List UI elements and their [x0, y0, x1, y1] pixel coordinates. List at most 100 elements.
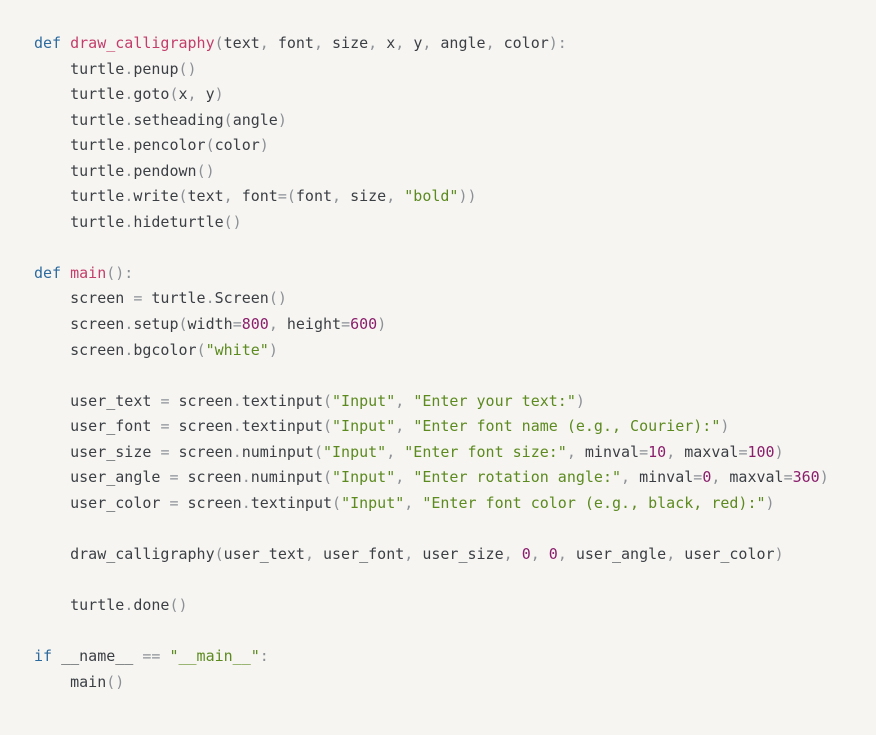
code-string: "Enter font color (e.g., black, red):" [422, 493, 766, 512]
code-line: draw_calligraphy(user_text, user_font, u… [34, 542, 876, 568]
code-text: user_color [34, 493, 170, 512]
code-line: user_angle = screen.numinput("Input", "E… [34, 465, 876, 491]
code-line [34, 235, 876, 261]
code-punctuation: ( [214, 544, 224, 563]
code-line: screen.setup(width=800, height=600) [34, 312, 876, 338]
code-line: turtle.goto(x, y) [34, 82, 876, 108]
code-punctuation: ) [774, 544, 784, 563]
code-punctuation: ( [205, 136, 215, 155]
code-punctuation: . [241, 493, 251, 512]
code-function-name: draw_calligraphy [70, 34, 215, 52]
code-keyword: if [34, 647, 53, 666]
code-text: minval [639, 468, 694, 487]
code-punctuation: )) [458, 187, 477, 206]
code-operator: == [142, 647, 161, 666]
code-punctuation: , [530, 544, 549, 563]
code-punctuation: , [422, 34, 441, 52]
code-string: "Enter rotation angle:" [413, 468, 622, 487]
code-text: size [350, 187, 387, 206]
code-punctuation: , [566, 442, 585, 461]
code-string: "Enter your text:" [413, 391, 576, 410]
code-line: turtle.pencolor(color) [34, 133, 876, 159]
code-text: font [277, 34, 314, 52]
code-punctuation: , [395, 468, 414, 487]
code-text: font [295, 187, 333, 206]
code-text [61, 34, 70, 52]
code-punctuation: ( [323, 468, 333, 487]
code-operator: = [232, 315, 242, 334]
code-operator: = [169, 493, 179, 512]
code-punctuation: , [404, 493, 423, 512]
code-punctuation: , [395, 417, 414, 436]
code-punctuation: ( [286, 187, 296, 206]
code-punctuation: ( [178, 315, 188, 334]
code-text: user_size [34, 442, 161, 461]
code-text: user_angle [575, 544, 667, 563]
code-text: write [133, 187, 179, 206]
code-punctuation: . [124, 85, 134, 104]
code-text: setup [133, 315, 179, 334]
code-operator: = [783, 468, 793, 487]
code-text: screen [169, 442, 233, 461]
code-punctuation: ( [323, 391, 333, 410]
code-punctuation: . [124, 340, 134, 359]
code-text: y [413, 34, 423, 52]
code-punctuation: , [666, 442, 685, 461]
code-text: screen [34, 340, 125, 359]
code-text: screen [34, 289, 134, 308]
code-punctuation: , [259, 34, 278, 52]
code-string: "Input" [332, 417, 396, 436]
code-punctuation: , [386, 442, 405, 461]
code-text: bgcolor [133, 340, 197, 359]
code-line: turtle.hideturtle() [34, 210, 876, 236]
code-text: color [503, 34, 549, 52]
code-line: turtle.done() [34, 593, 876, 619]
code-text: hideturtle [133, 212, 224, 231]
code-number: 0 [521, 544, 531, 563]
code-text: user_size [422, 544, 504, 563]
code-punctuation: . [205, 289, 215, 308]
code-text: width [187, 315, 233, 334]
code-line: user_color = screen.textinput("Input", "… [34, 491, 876, 517]
code-text: turtle [34, 85, 125, 104]
code-operator: = [639, 442, 649, 461]
code-text: pendown [133, 161, 197, 180]
code-number: 0 [548, 544, 558, 563]
code-text: user_color [684, 544, 775, 563]
code-text: screen [178, 493, 242, 512]
code-text: user_font [323, 544, 405, 563]
code-punctuation: ) [277, 110, 287, 129]
code-punctuation: , [557, 544, 576, 563]
code-punctuation: ( [323, 417, 333, 436]
code-text: maxval [684, 442, 739, 461]
code-number: 600 [350, 315, 378, 334]
code-line: def main(): [34, 261, 876, 287]
code-text: numinput [241, 442, 314, 461]
code-punctuation: ) [819, 468, 829, 487]
code-line [34, 516, 876, 542]
code-punctuation: , [666, 544, 685, 563]
code-text: turtle [142, 289, 206, 308]
code-punctuation: () [223, 212, 242, 231]
code-text: turtle [34, 161, 125, 180]
code-punctuation: , [711, 468, 730, 487]
code-text: textinput [241, 417, 323, 436]
code-line: turtle.write(text, font=(font, size, "bo… [34, 184, 876, 210]
code-line: screen = turtle.Screen() [34, 286, 876, 312]
code-operator: = [738, 442, 748, 461]
code-punctuation: () [178, 59, 197, 78]
code-line: user_font = screen.textinput("Input", "E… [34, 414, 876, 440]
code-punctuation: ): [548, 34, 567, 52]
code-string: "bold" [404, 187, 459, 206]
code-operator: = [693, 468, 703, 487]
code-text: text [187, 187, 224, 206]
code-string: "Input" [323, 442, 387, 461]
code-string: "Enter font size:" [404, 442, 567, 461]
code-punctuation: . [124, 59, 134, 78]
code-punctuation: , [621, 468, 640, 487]
code-punctuation: ( [214, 34, 224, 52]
code-text: height [286, 315, 342, 334]
code-line: main() [34, 670, 876, 696]
code-line: turtle.pendown() [34, 159, 876, 185]
code-text: maxval [729, 468, 784, 487]
